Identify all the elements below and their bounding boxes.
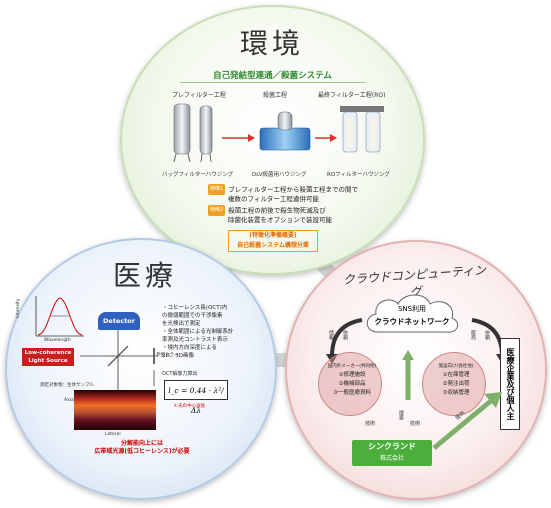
footer-line-2: 自己殺菌システム構想分業 [237,242,309,249]
note-6: ・侵内方向深度による [162,345,217,351]
sns-label: SNS利用 [397,305,427,313]
facility-item-1: ①在庫管理 [442,372,470,378]
environment-subtitle: 自己発結型連通／殺菌システム [213,71,332,81]
optical-path [80,330,158,390]
facility-circle [422,352,486,416]
feature-1-text2: 複数のフィルター工程違併可能 [228,195,319,203]
spectrum-graph [35,296,84,337]
detector-box: Detector [98,312,140,330]
lateral-label: Lateral [105,432,121,437]
facility-item-2: ②発注出荷 [442,381,470,387]
note-2: の微弱範囲での干渉像素 [162,313,223,319]
sample-label: 測定対象物：生体サンプル [40,383,94,388]
arrow-label-1: 情報 [328,330,334,340]
feature-2-text1: 殺菌工程の前後で殺生物死滅及び [228,206,326,215]
note-1: ・コヒーレンス長(OCT)内 [162,305,228,311]
axial-label: Axial [64,398,75,403]
network-label: クラウドネットワーク [374,317,450,326]
medical-notes: ・コヒーレンス長(OCT)内 の微弱範囲での干渉像素 を光検出で測定 ・全体範囲… [162,304,244,360]
equipment-illustration [173,103,384,163]
arrow-label-5: 提案 [398,410,404,420]
provide-arrow [432,392,502,450]
light-source-box: Low-coherence Light Source [22,348,74,366]
arrow-label-6: 技術 [365,421,376,427]
arrow-label-2: 依頼 [342,330,348,340]
device-label-ro: ROフィルターハウジング [327,172,390,178]
formula-box: l_c = 0.44 · λ²/Δλ [164,380,228,415]
warning-line-2: 広帯域光源(低コヒーレンス)が必要 [94,448,190,455]
stage-label-prefilter: プレフィルター工程 [172,92,226,99]
oct-image [74,390,156,430]
device-label-dlv: DLV殺菌用ハウジング [252,172,307,178]
arrow-label-7: 技術 [410,421,421,427]
feature-1-text1: プレフィルター工程から殺菌工程までの間で [228,185,359,194]
mirror-label: 参照ミラー [156,353,179,358]
medical-title: 医療 [112,259,177,292]
note-5: 率測及光コントラスト表示 [162,337,228,343]
company-name: シンクランド [368,442,416,451]
facility-item-3: ③収納管理 [442,390,470,396]
wavelength-label: Wavelength [44,338,71,343]
intensity-label: Intensity [16,298,21,318]
medical-warning: 分解能向上には 広帯域光源(低コヒーレンス)が必要 [72,440,212,456]
arrow-label-3: 販売 [470,330,476,340]
stage-label-sterilize: 殺菌工程 [263,92,288,99]
formula-note: λ:光の中心波長 [174,404,206,409]
supplier-list: 国内外メーカー(共同他) ①修理施設 ②機械部品 ③一般医療資料 [322,362,382,398]
supplier-header: 国内外メーカー(共同他) [327,364,377,369]
feature-2-text2: 除菌化装置をオプションで装設可能 [228,216,332,224]
supplier-item-3: ③一般医療資料 [333,390,371,396]
feature-2-badge: 特徴2 [208,205,226,216]
formula-label: OCT解像力算出 [162,371,198,377]
medical-circle [5,238,277,500]
supplier-item-1: ①修理施設 [338,372,366,378]
feature-1-badge: 特徴1 [208,184,226,195]
facility-header: 施設向け(会社他) [438,364,474,369]
supplier-item-2: ②機械部品 [338,381,366,387]
company-suffix: 株式会社 [379,455,404,462]
footer-line-1: (特徴化準備概要) [249,232,297,239]
note-4: ・全体範囲による光制御系計 [162,329,234,335]
supplier-circle [318,352,382,416]
subtitle-divider [180,82,365,83]
client-box: 医療企業及び個人主 [500,338,520,430]
note-7: 2D、3D画像 [162,353,194,359]
arrow-label-4: 依頼 [484,330,490,340]
company-box: シンクランド 株式会社 [352,440,432,466]
facility-list: 施設向け(会社他) ①在庫管理 ②発注出荷 ③収納管理 [426,362,486,398]
environment-title: 環境 [239,27,304,60]
warning-line-1: 分解能向上には [120,440,163,447]
device-label-bag: バッグフィルターハウジング [162,172,234,178]
note-3: を光検出で測定 [162,321,201,327]
cloud-icon [366,294,459,333]
environment-footer: (特徴化準備概要) 自己殺菌システム構想分業 [228,230,318,252]
stage-label-ro: 最終フィルター工程(RO) [318,92,386,99]
